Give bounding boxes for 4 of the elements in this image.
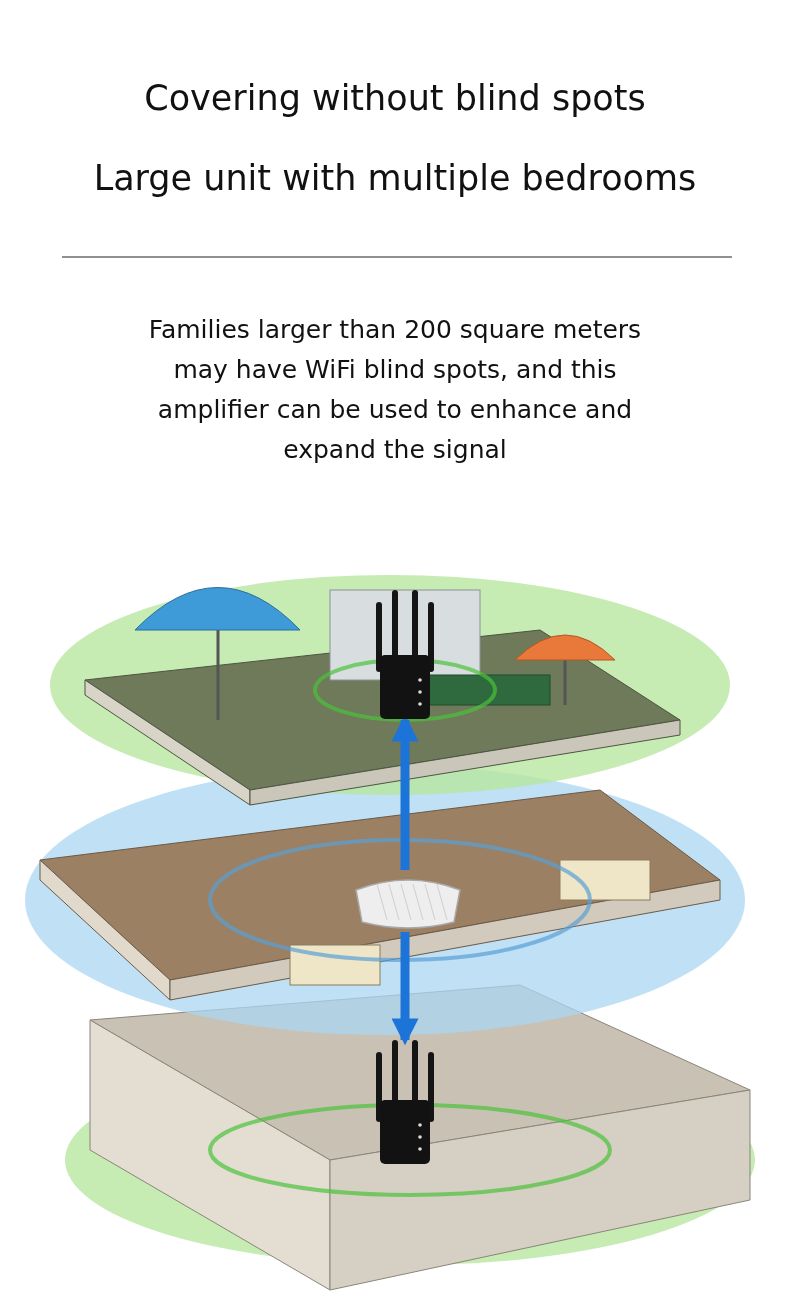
subtitle: Large unit with multiple bedrooms — [92, 158, 698, 198]
title: Covering without blind spots — [143, 78, 647, 118]
description-paragraph: Families larger than 200 square meters may have WiFi blind spots, and this amplifier can be used to enhance and expand the signal — [147, 314, 643, 466]
signal-arrow — [391, 932, 419, 1046]
